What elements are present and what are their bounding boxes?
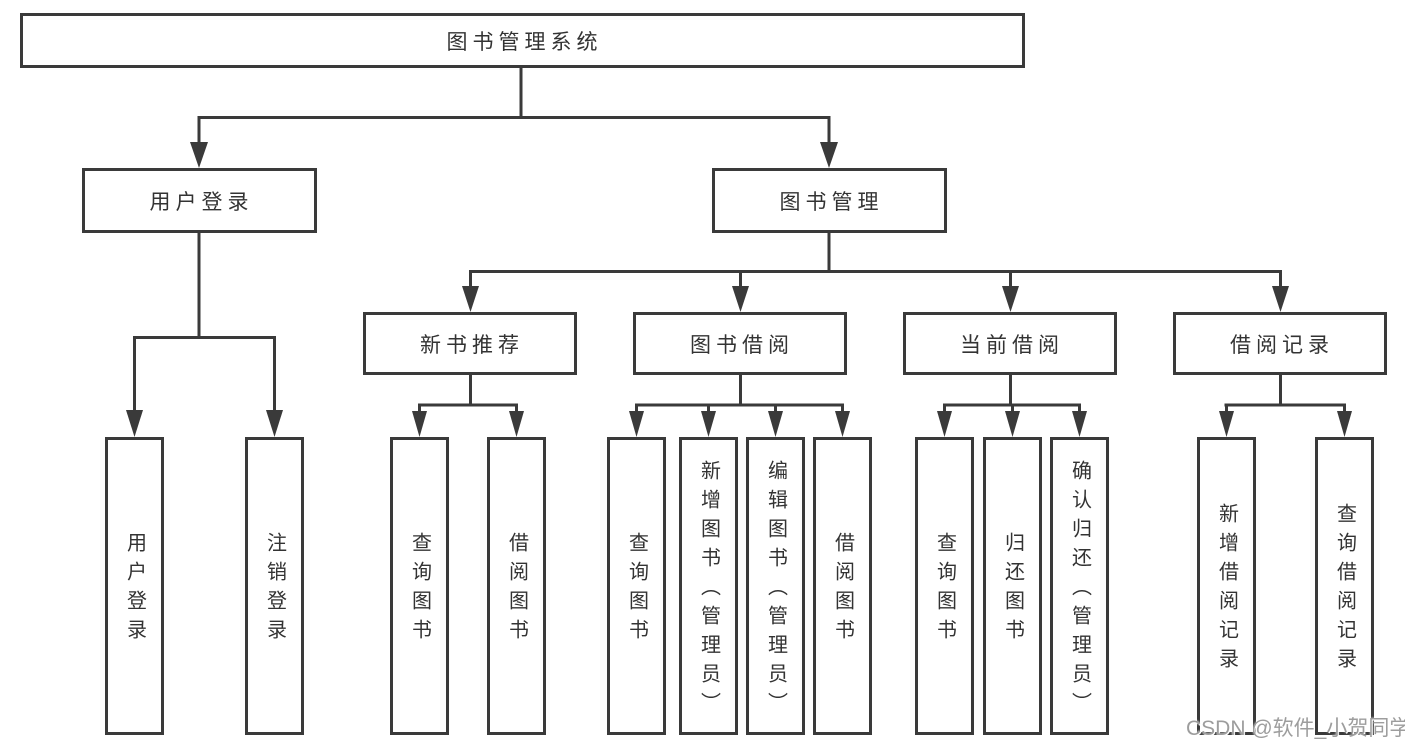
node-book-borrowing-label: 图书借阅 xyxy=(690,333,794,357)
node-new-book-recommendation: 新书推荐 xyxy=(363,312,577,375)
leaf-borrow-books-borrowing-label: 借阅图书 xyxy=(831,532,854,648)
node-book-management: 图书管理 xyxy=(712,168,947,233)
leaf-logout-login: 注销登录 xyxy=(245,437,304,735)
leaf-add-books-admin: 新增图书（管理员） xyxy=(679,437,738,735)
node-user-login: 用户登录 xyxy=(82,168,317,233)
node-user-login-label: 用户登录 xyxy=(149,190,254,214)
leaf-logout-login-label: 注销登录 xyxy=(263,532,286,648)
leaf-query-borrow-record-label: 查询借阅记录 xyxy=(1333,503,1356,677)
leaf-user-login: 用户登录 xyxy=(105,437,164,735)
leaf-edit-books-admin-label: 编辑图书（管理员） xyxy=(764,459,787,721)
leaf-query-books-borrowing: 查询图书 xyxy=(607,437,666,735)
node-new-book-recommendation-label: 新书推荐 xyxy=(420,333,524,357)
leaf-user-login-label: 用户登录 xyxy=(123,532,146,648)
leaf-borrow-books-recommend-label: 借阅图书 xyxy=(505,532,528,648)
leaf-add-books-admin-label: 新增图书（管理员） xyxy=(697,459,720,721)
leaf-borrow-books-borrowing: 借阅图书 xyxy=(813,437,872,735)
leaf-query-borrow-record: 查询借阅记录 xyxy=(1315,437,1374,735)
leaf-query-books-recommend-label: 查询图书 xyxy=(408,532,431,648)
leaf-confirm-return-admin-label: 确认归还（管理员） xyxy=(1068,459,1091,721)
node-current-borrowing-label: 当前借阅 xyxy=(960,333,1064,357)
leaf-query-books-borrowing-label: 查询图书 xyxy=(625,532,648,648)
node-borrowing-records-label: 借阅记录 xyxy=(1230,333,1334,357)
node-borrowing-records: 借阅记录 xyxy=(1173,312,1387,375)
root-node: 图书管理系统 xyxy=(20,13,1025,68)
root-node-label: 图书管理系统 xyxy=(446,30,603,54)
leaf-add-borrow-record-label: 新增借阅记录 xyxy=(1215,503,1238,677)
leaf-add-borrow-record: 新增借阅记录 xyxy=(1197,437,1256,735)
leaf-return-books-label: 归还图书 xyxy=(1001,532,1024,648)
leaf-return-books: 归还图书 xyxy=(983,437,1042,735)
csdn-watermark: CSDN @软件_小贺同学 xyxy=(1186,717,1405,740)
node-book-management-label: 图书管理 xyxy=(779,190,884,214)
leaf-query-books-current: 查询图书 xyxy=(915,437,974,735)
leaf-confirm-return-admin: 确认归还（管理员） xyxy=(1050,437,1109,735)
leaf-query-books-current-label: 查询图书 xyxy=(933,532,956,648)
node-current-borrowing: 当前借阅 xyxy=(903,312,1117,375)
leaf-edit-books-admin: 编辑图书（管理员） xyxy=(746,437,805,735)
leaf-query-books-recommend: 查询图书 xyxy=(390,437,449,735)
leaf-borrow-books-recommend: 借阅图书 xyxy=(487,437,546,735)
node-book-borrowing: 图书借阅 xyxy=(633,312,847,375)
